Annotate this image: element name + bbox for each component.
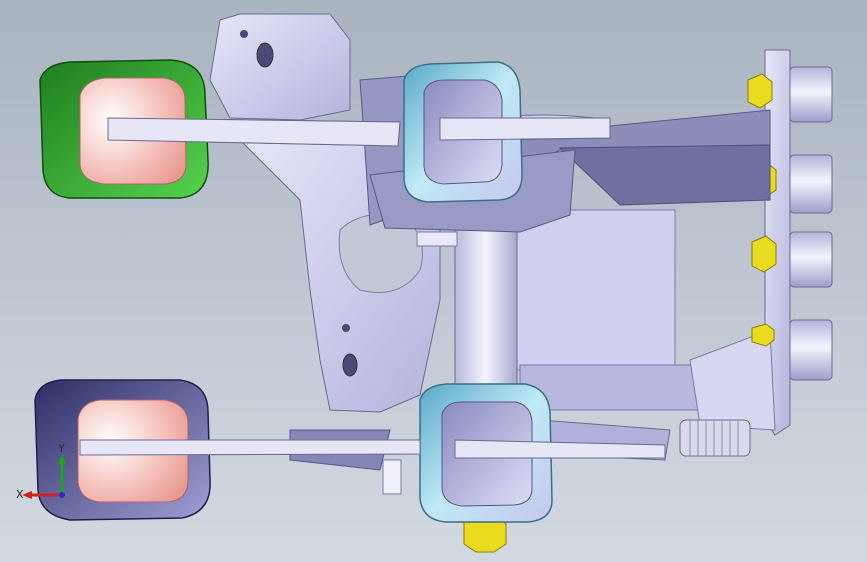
- tube-4: [789, 319, 833, 381]
- return-spring: [679, 419, 751, 457]
- bolt-group: [463, 73, 777, 553]
- rear-housing: [504, 209, 676, 371]
- orientation-triad: Y X: [16, 442, 66, 501]
- tube-2: [789, 154, 833, 214]
- top-bracket: [209, 13, 351, 121]
- y-axis-label: Y: [57, 442, 65, 455]
- tube-3: [789, 231, 833, 288]
- tube-1: [789, 66, 833, 123]
- x-axis-label: X: [16, 488, 24, 501]
